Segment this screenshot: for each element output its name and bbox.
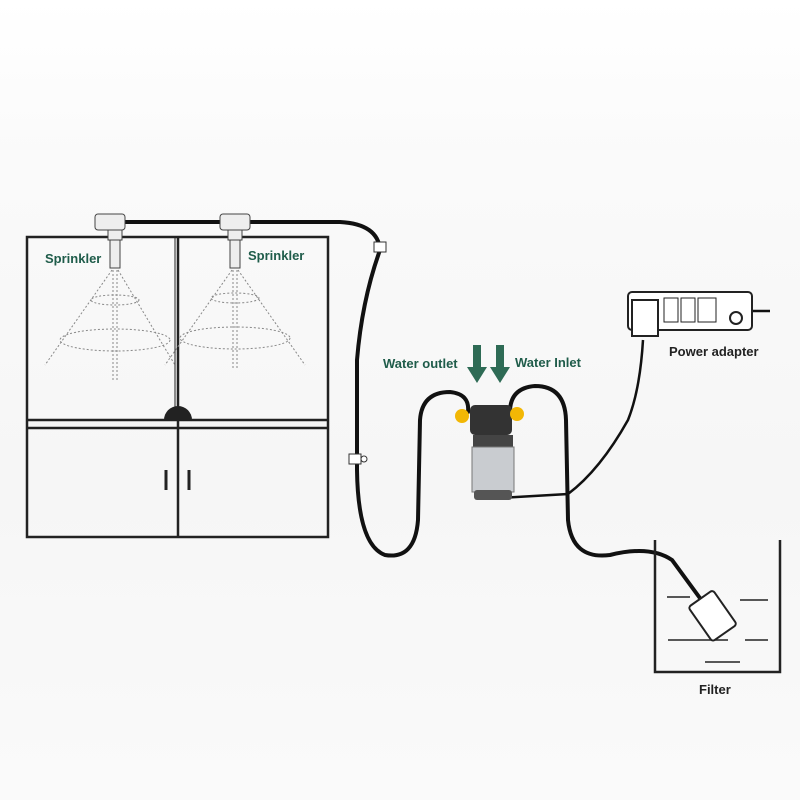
sprinkler-fitting-right: [219, 213, 251, 269]
label-water-outlet: Water outlet: [383, 356, 458, 371]
booster-pump: [455, 405, 524, 500]
spray-cone-left: [44, 269, 176, 380]
label-sprinkler-right: Sprinkler: [248, 248, 304, 263]
pipe-clip-lower: [348, 453, 368, 465]
pipe-clip-upper: [373, 241, 387, 253]
sprinkler-fitting-left: [94, 213, 126, 269]
cabinet: [25, 235, 330, 539]
water-bucket: [653, 540, 782, 674]
power-cable: [499, 309, 770, 500]
label-power-adapter: Power adapter: [669, 344, 759, 359]
filter-cartridge: [688, 590, 737, 642]
water-pipe: [103, 220, 707, 607]
spray-cone-right: [164, 269, 306, 370]
power-strip: [627, 291, 753, 337]
label-water-inlet: Water Inlet: [515, 355, 582, 370]
down-arrow-inlet-icon: [490, 345, 510, 383]
label-filter: Filter: [699, 682, 731, 697]
down-arrow-outlet-icon: [467, 345, 487, 383]
label-sprinkler-left: Sprinkler: [45, 251, 101, 266]
